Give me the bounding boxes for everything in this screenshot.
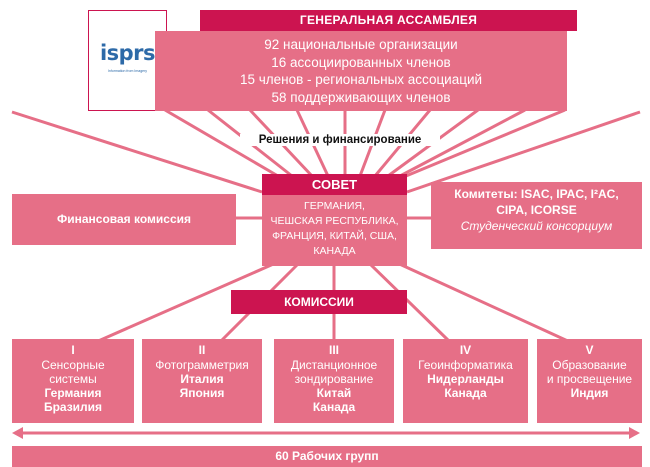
commission-country: Италия [180, 372, 224, 386]
assembly-line: 16 ассоциированных членов [271, 54, 451, 70]
council-line: ФРАНЦИЯ, КИТАЙ, США, [272, 230, 397, 242]
working-groups: 60 Рабочих групп [12, 446, 642, 467]
council-line: ЧЕШСКАЯ РЕСПУБЛИКА, [270, 215, 399, 227]
assembly-line: 15 членов - региональных ассоциаций [239, 72, 483, 87]
connector-line [95, 260, 279, 344]
committees-line: CIPA, ICORSE [496, 203, 577, 217]
commission-name: Образование [552, 358, 627, 372]
general-assembly-title: ГЕНЕРАЛЬНАЯ АССАМБЛЕЯ [200, 10, 577, 31]
council-line: ГЕРМАНИЯ, [304, 200, 365, 212]
commission-number: III [328, 343, 339, 357]
commission-number: IV [459, 343, 472, 357]
assembly-line: 92 национальные организации [264, 37, 458, 52]
connector-line [399, 108, 526, 178]
isprs-logo: isprs Information from Imagery [88, 10, 167, 111]
logo-text: isprs [99, 41, 156, 65]
connector-line [11, 110, 263, 194]
commission-v: V Образование и просвещение Индия [537, 339, 642, 423]
connector-line [406, 110, 641, 194]
commission-ii: II Фотограмметрия Италия Япония [142, 339, 262, 423]
commission-number: I [71, 343, 75, 357]
commission-name: системы [49, 372, 97, 386]
logo-subtitle: Information from Imagery [107, 69, 148, 73]
arrow-right-icon [629, 427, 640, 439]
arrow-left-icon [12, 427, 23, 439]
commission-name: Дистанционное [290, 358, 378, 372]
committees-box: Комитеты: ISAC, IPAC, I²AC, CIPA, ICORSE… [431, 182, 642, 249]
council-members: ГЕРМАНИЯ, ЧЕШСКАЯ РЕСПУБЛИКА, ФРАНЦИЯ, К… [262, 195, 407, 266]
commission-name: Фотограмметрия [155, 358, 249, 372]
commission-country: Бразилия [43, 400, 103, 414]
general-assembly-members: 92 национальные организации 16 ассоцииро… [155, 31, 567, 111]
commission-country: Китай [316, 386, 352, 400]
commission-iv: IV Геоинформатика Нидерланды Канада [403, 339, 528, 423]
commission-name: Сенсорные [41, 358, 105, 372]
commission-country: Канада [444, 386, 487, 400]
connector-line [164, 108, 279, 178]
commission-iii: III Дистанционное зондирование Китай Кан… [274, 339, 394, 423]
commission-country: Германия [44, 386, 102, 400]
commission-name: и просвещение [546, 372, 633, 386]
connector-line [405, 108, 566, 178]
commission-name: Геоинформатика [418, 358, 513, 372]
student-consortium: Студенческий консорциум [460, 219, 613, 233]
assembly-line: 58 поддерживающих членов [271, 89, 451, 105]
committees-line: Комитеты: ISAC, IPAC, I²AC, [454, 187, 619, 201]
commission-country: Канада [312, 400, 356, 414]
connector-line [366, 260, 452, 344]
commission-country: Индия [570, 386, 609, 400]
connector-line [394, 260, 571, 344]
commissions-title: КОМИССИИ [231, 290, 407, 314]
finance-commission: Финансовая комиссия [12, 194, 236, 245]
council-title: СОВЕТ [262, 174, 407, 195]
commission-country: Япония [179, 386, 225, 400]
commission-number: II [198, 343, 206, 357]
commission-name: зондирование [294, 372, 374, 386]
council-line: КАНАДА [313, 245, 356, 257]
decisions-label: Решения и финансирование [240, 134, 440, 146]
commission-i: I Сенсорные системы Германия Бразилия [12, 339, 134, 423]
commission-country: Нидерланды [427, 372, 504, 386]
commission-number: V [585, 343, 594, 357]
